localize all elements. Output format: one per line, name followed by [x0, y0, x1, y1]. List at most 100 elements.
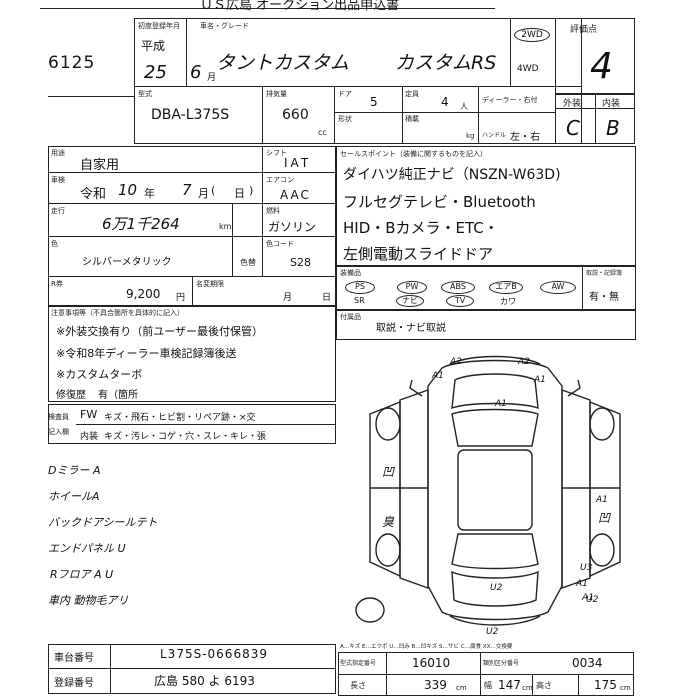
- length-unit: cm: [456, 684, 467, 692]
- inspector-fw: FW: [80, 408, 98, 421]
- diagram-mark-8: U2: [586, 595, 599, 605]
- shape-label: 形状: [338, 115, 352, 123]
- load-label: 積載: [405, 115, 419, 123]
- doors-label: ドア: [338, 90, 352, 98]
- load-unit: kg: [466, 132, 475, 140]
- plate-value: 広島 580 よ 6193: [154, 674, 255, 688]
- warranty-month: 月: [283, 293, 293, 303]
- diagram-mark-5: A1: [494, 399, 507, 409]
- diagram-mark-12: A1: [595, 495, 608, 505]
- equip-tv: TV: [446, 295, 474, 307]
- inspector-int: 内装: [80, 432, 99, 442]
- model-grade: カスタムRS: [395, 52, 497, 74]
- repaint-label: 色替: [240, 258, 256, 267]
- usage-value: 自家用: [80, 158, 120, 173]
- mileage-label: 走行: [51, 207, 65, 215]
- fuel-label: 燃料: [266, 207, 280, 215]
- drive-4wd: 4WD: [517, 64, 539, 74]
- dealer-label: ディーラー・右付: [482, 96, 538, 104]
- color-divider: [232, 236, 233, 276]
- recycle-value: 9,200: [126, 287, 161, 301]
- model-designation-value: 16010: [412, 656, 451, 670]
- seats-label: 定員: [405, 90, 419, 98]
- diagram-side-mark-1: 凹: [382, 465, 396, 479]
- mid-divider: [262, 146, 263, 276]
- fuel-value: ガソリン: [268, 220, 317, 234]
- sales-points-box: [336, 146, 636, 266]
- shift-value: IAT: [284, 156, 312, 170]
- equip-navi: ナビ: [396, 295, 424, 307]
- car-diagram: A2 A1 A2 A1 A1 U2 U3 U2 A1 A1 U2 A1 凹 臭 …: [355, 355, 621, 637]
- top-form: [134, 18, 582, 144]
- warranty-divider: [192, 276, 193, 306]
- diagram-mark-9: A1: [575, 579, 588, 589]
- height-unit: cm: [620, 684, 631, 692]
- chassis-value: L375S-0666839: [160, 647, 268, 661]
- repair-value: 有（箇所: [98, 390, 138, 401]
- header-rule: [40, 8, 495, 9]
- height-label: 高さ: [536, 681, 552, 690]
- sales-points-label: セールスポイント（装備に関するものを記入）: [340, 150, 487, 158]
- sales-point-1: ダイハツ純正ナビ（NSZN-W63D): [343, 167, 561, 183]
- measure-divider-4: [578, 674, 579, 696]
- equip-ps: PS: [345, 281, 375, 294]
- usage-label: 用途: [51, 149, 65, 157]
- equipment-divider: [582, 266, 583, 310]
- repair-label: 修復歴: [56, 390, 86, 401]
- int-value: B: [606, 116, 620, 140]
- equip-airbag: エアB: [489, 281, 523, 294]
- diagram-mark-4: A1: [533, 375, 546, 385]
- mid-rule-3: [48, 236, 336, 237]
- bottom-rule: [48, 668, 336, 669]
- class-number-label: 類別区分番号: [483, 660, 520, 667]
- inspection-label: 車検: [51, 176, 65, 184]
- color-code-label: 色コード: [266, 240, 294, 248]
- warranty-label: 名変期限: [196, 280, 224, 288]
- accessories-label: 付属品: [340, 313, 361, 321]
- equip-sr: SR: [354, 296, 365, 305]
- accessories-value: 取説・ナビ取説: [376, 323, 446, 334]
- note-line-3: ※カスタムターボ: [56, 368, 143, 381]
- diagram-mark-3: A2: [517, 357, 530, 367]
- height-value: 175: [594, 678, 617, 692]
- inspection-era: 令和: [80, 187, 107, 202]
- notes-box: [48, 306, 336, 402]
- handle-label: ハンドル: [482, 132, 507, 139]
- equip-leather: カワ: [500, 297, 516, 306]
- inspector-int-items: キズ・汚レ・コゲ・穴・スレ・キレ・張: [104, 432, 267, 442]
- ac-value: AAC: [280, 188, 311, 202]
- model-label: 車名・グレード: [200, 22, 249, 30]
- diagram-mark-1: A2: [449, 357, 462, 367]
- mileage-value: 6万1千264: [102, 215, 180, 233]
- width-value: 147: [498, 678, 521, 692]
- row2-divider-1: [262, 86, 263, 144]
- inspection-year: 10: [118, 181, 138, 199]
- seats-unit: 人: [460, 102, 468, 111]
- mileage-unit-divider: [232, 203, 233, 236]
- equipment-label: 装備品: [340, 269, 361, 277]
- chassis-label: 車台番号: [54, 653, 94, 664]
- diagram-mark-11: U2: [486, 627, 499, 637]
- inspection-paren-close: ): [249, 184, 254, 197]
- registration-month-unit: 月: [207, 73, 217, 83]
- engine-unit: cc: [318, 128, 327, 137]
- hand-note-6: 車内 動物毛アリ: [48, 594, 129, 607]
- row2-divider-3: [402, 86, 403, 144]
- equipment-box: [336, 266, 636, 310]
- type-label: 型式: [138, 90, 152, 98]
- book-label: 取説・記録簿: [586, 270, 623, 277]
- diagram-mark-7: U3: [580, 563, 593, 573]
- registration-month: 6: [190, 62, 202, 83]
- mileage-unit: km: [219, 222, 232, 231]
- sales-point-4: 左側電動スライドドア: [343, 245, 494, 263]
- note-line-2: ※令和8年ディーラー車検記録簿後送: [56, 347, 237, 360]
- equip-pw: PW: [397, 281, 427, 294]
- hand-note-4: エンドパネル U: [48, 542, 126, 555]
- ext-value: C: [566, 116, 580, 140]
- drive-2wd-circled: 2WD: [514, 28, 550, 42]
- color-value: シルバーメタリック: [82, 257, 172, 268]
- bottom-divider: [110, 644, 111, 694]
- equip-abs: ABS: [441, 281, 475, 294]
- seats-value: 4: [441, 95, 449, 109]
- inspection-month-unit: 月: [198, 187, 209, 200]
